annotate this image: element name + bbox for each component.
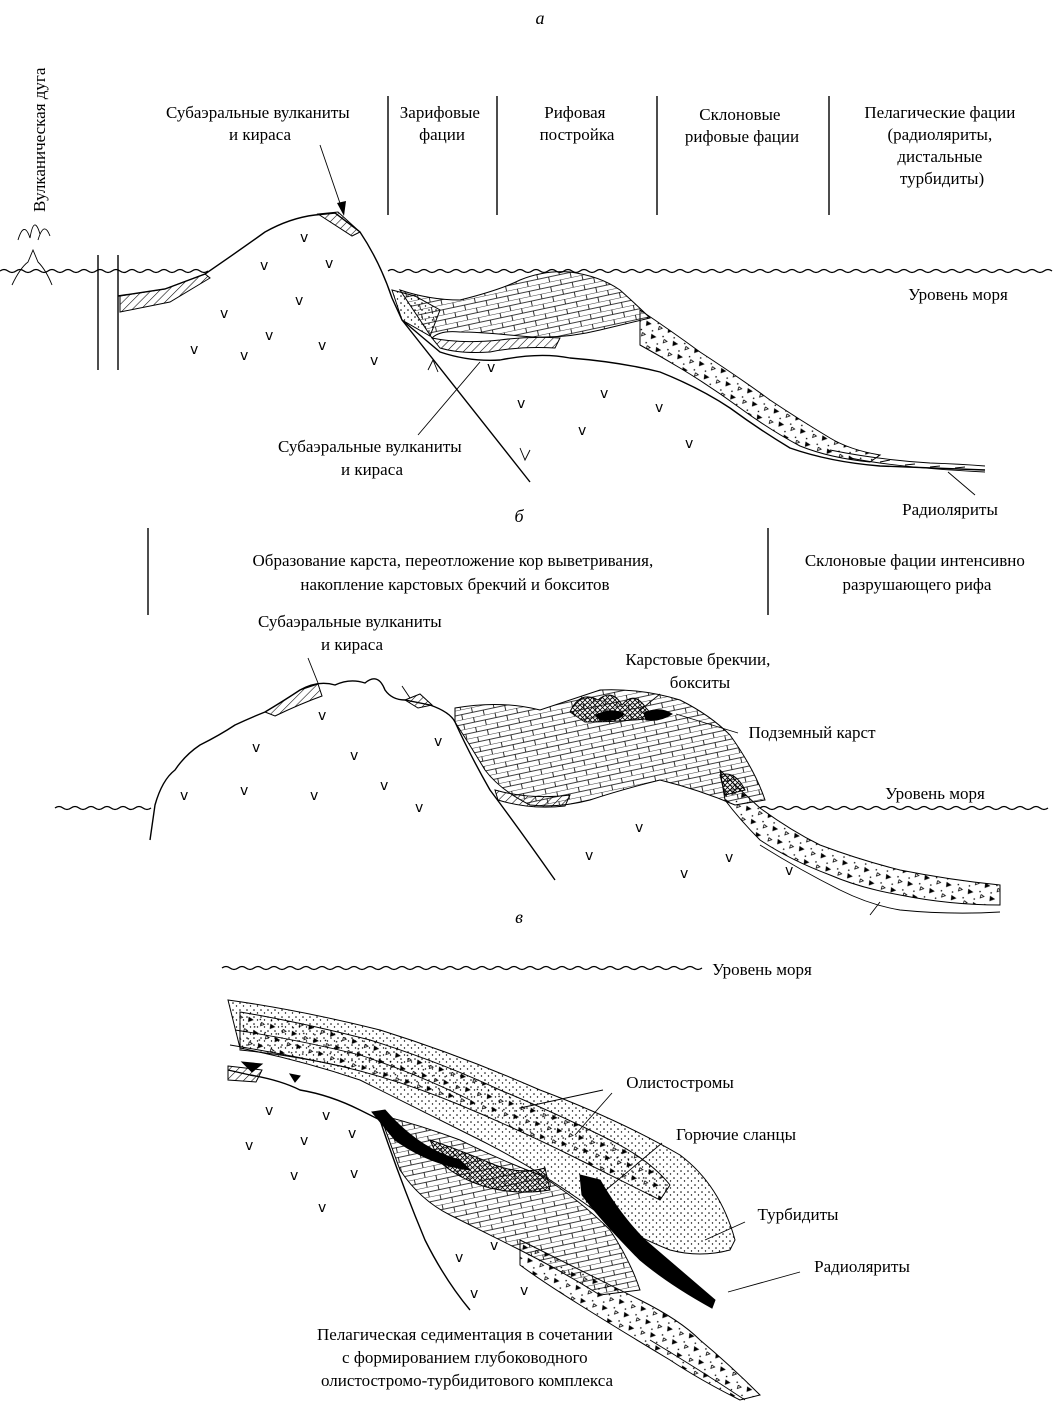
svg-text:v: v <box>318 1200 326 1216</box>
svg-text:v: v <box>517 396 525 412</box>
svg-text:v: v <box>318 338 326 354</box>
svg-text:v: v <box>725 850 733 866</box>
svg-text:v: v <box>635 820 643 836</box>
svg-text:v: v <box>685 436 693 452</box>
svg-text:v: v <box>300 230 308 246</box>
svg-text:v: v <box>318 708 326 724</box>
sea-level-line-a <box>0 270 1052 273</box>
svg-text:v: v <box>265 1103 273 1119</box>
subaerial-volcanites-label-a2: Субаэральные вулканиты и кираса <box>278 437 466 479</box>
olistostromes-label: Олистостромы <box>626 1073 734 1092</box>
svg-text:v: v <box>490 1238 498 1254</box>
sea-level-label-c: Уровень моря <box>712 960 812 979</box>
reef-body-a <box>400 272 650 338</box>
svg-text:v: v <box>520 1283 528 1299</box>
panel-a-letter: а <box>536 8 545 28</box>
svg-text:v: v <box>260 258 268 274</box>
svg-text:v: v <box>190 342 198 358</box>
panel-c: в Уровень моря Олистостромы Горючие слан… <box>222 907 910 1400</box>
svg-text:v: v <box>655 400 663 416</box>
pointer-line <box>418 362 480 435</box>
turbidites-label: Турбидиты <box>758 1205 839 1224</box>
sea-level-line-c <box>222 967 702 970</box>
destroying-reef-slope-label: Склоновые фации интенсивно разрушающего … <box>805 551 1029 594</box>
svg-text:v: v <box>455 1250 463 1266</box>
reef-label: Рифовая постройка <box>540 103 615 144</box>
svg-text:v: v <box>600 386 608 402</box>
svg-text:v: v <box>325 256 333 272</box>
slope-breccia-a <box>640 310 880 462</box>
svg-text:v: v <box>220 306 228 322</box>
subaerial-volcanites-label-a: Субаэральные вулканиты и кираса <box>166 103 354 144</box>
svg-text:v: v <box>585 848 593 864</box>
svg-text:v: v <box>252 740 260 756</box>
pointer-line <box>320 145 343 212</box>
svg-text:v: v <box>322 1108 330 1124</box>
subaerial-volcanites-label-b: Субаэральные вулканиты и кираса <box>258 612 446 654</box>
svg-text:v: v <box>245 1138 253 1154</box>
oil-shales-label: Горючие сланцы <box>676 1125 797 1144</box>
slope-facies-label: Склоновые рифовые фации <box>685 105 799 146</box>
volcanic-arc-label: Вулканическая дуга <box>30 67 49 212</box>
karst-breccias-label: Карстовые брекчии, бокситы <box>625 650 774 692</box>
svg-text:v: v <box>310 788 318 804</box>
svg-text:v: v <box>180 788 188 804</box>
svg-text:v: v <box>265 328 273 344</box>
svg-text:v: v <box>350 1166 358 1182</box>
karst-zone-label: Образование карста, переотложение кор вы… <box>253 551 658 594</box>
svg-text:v: v <box>487 360 495 376</box>
svg-text:v: v <box>470 1286 478 1302</box>
radiolarites-label-a: Радиоляриты <box>902 500 998 519</box>
panel-b: б Образование карста, переотложение кор … <box>55 506 1048 915</box>
svg-text:v: v <box>240 348 248 364</box>
panel-a: а Вулканическая дуга Субаэральные вулкан… <box>0 8 1052 519</box>
svg-text:v: v <box>290 1168 298 1184</box>
underground-karst-label: Подземный карст <box>748 723 876 742</box>
svg-text:v: v <box>348 1126 356 1142</box>
svg-text:v: v <box>785 863 793 879</box>
svg-text:v: v <box>680 866 688 882</box>
sea-level-label-b: Уровень моря <box>885 784 985 803</box>
svg-text:v: v <box>240 783 248 799</box>
svg-text:v: v <box>380 778 388 794</box>
svg-text:v: v <box>300 1133 308 1149</box>
svg-text:v: v <box>350 748 358 764</box>
svg-text:v: v <box>295 293 303 309</box>
svg-text:v: v <box>434 734 442 750</box>
pelagic-sedimentation-caption: Пелагическая седиментация в сочетании с … <box>317 1325 617 1390</box>
svg-text:v: v <box>415 800 423 816</box>
sea-level-label-a: Уровень моря <box>908 285 1008 304</box>
backreef-facies-label: Зарифовые фации <box>400 103 484 144</box>
svg-text:v: v <box>578 423 586 439</box>
svg-text:v: v <box>370 353 378 369</box>
radiolarites-label-c: Радиоляриты <box>814 1257 910 1276</box>
volcano-icon <box>12 225 52 285</box>
pelagic-facies-label: Пелагические фации (радиоляриты, дисталь… <box>864 103 1019 188</box>
panel-b-letter: б <box>514 506 524 526</box>
panel-c-letter: в <box>515 907 523 927</box>
